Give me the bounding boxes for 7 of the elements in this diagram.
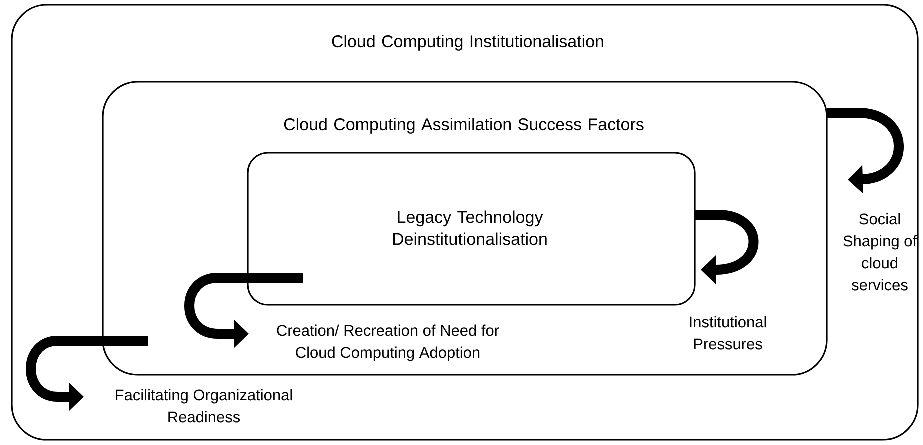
edge-label: Creation/ Recreation of Need for Cloud Computing Adoption bbox=[277, 324, 500, 362]
curved-arrow bbox=[695, 210, 759, 284]
curved-arrow bbox=[827, 108, 904, 194]
edge-label: Social Shaping of cloud services bbox=[844, 213, 918, 291]
edge-label: Facilitating Organizational Readiness bbox=[116, 389, 292, 423]
edge-label: Institutional Pressures bbox=[690, 316, 766, 350]
rounded-box: Legacy Technology Deinstitutionalisation bbox=[247, 152, 696, 306]
